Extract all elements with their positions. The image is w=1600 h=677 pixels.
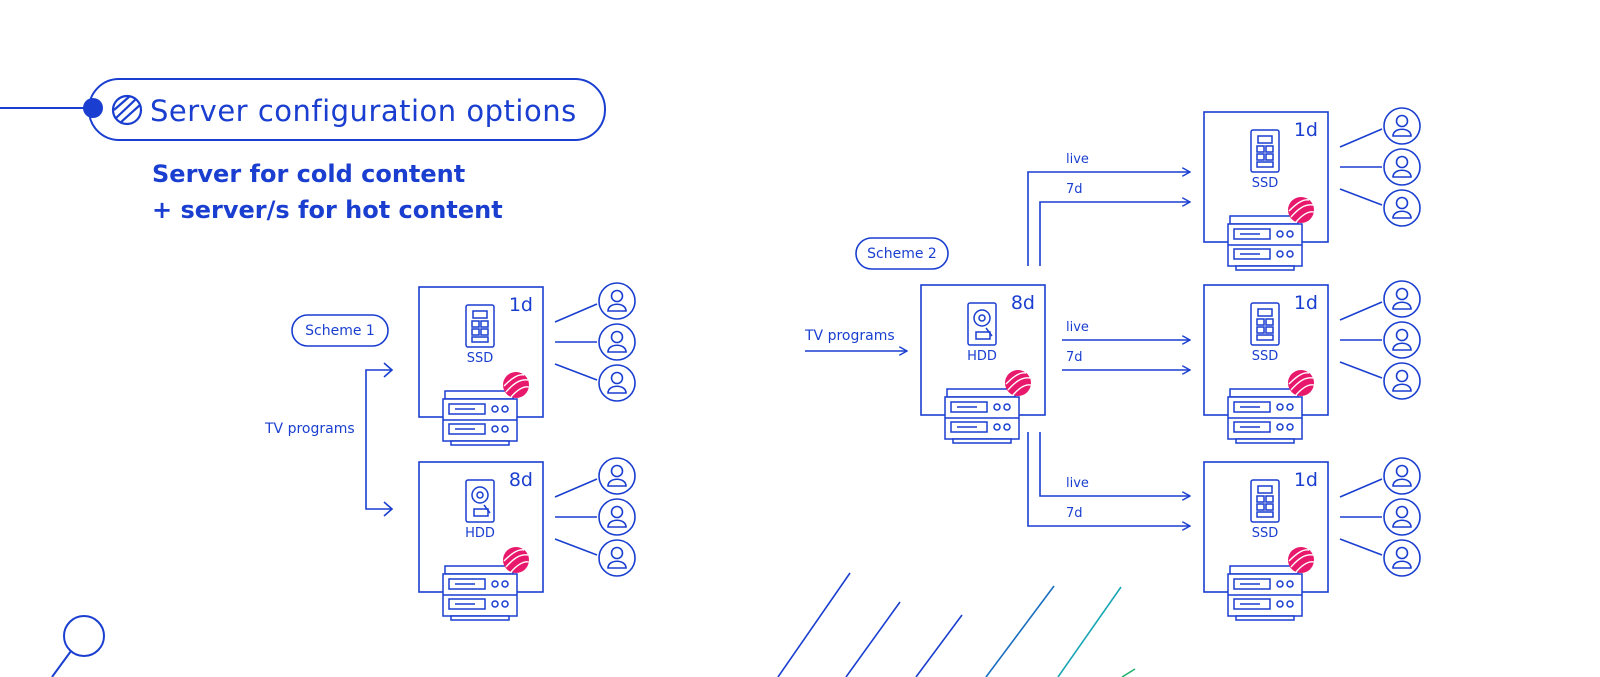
storage-label: HDD <box>967 349 997 364</box>
storage-label: SSD <box>1252 176 1279 191</box>
server-rack-icon <box>442 390 518 446</box>
server-rack-icon <box>944 388 1020 444</box>
link-top-live-line <box>1027 172 1190 266</box>
storage-label: HDD <box>465 526 495 541</box>
hdd-icon <box>967 302 997 346</box>
user-link-line <box>1339 478 1383 498</box>
scheme1-input-label: TV programs <box>264 421 355 437</box>
user-icon <box>1383 498 1421 536</box>
brand-ball-icon <box>503 547 530 573</box>
retention-label: 8d <box>509 469 533 491</box>
header-dot <box>83 98 103 118</box>
link-bot-7d-line <box>1027 432 1190 526</box>
user-link-line <box>1339 188 1383 206</box>
link-mid-7d-label: 7d <box>1066 350 1083 365</box>
retention-label: 1d <box>1294 119 1318 141</box>
link-bot-live-label: live <box>1066 476 1089 491</box>
user-icon <box>1383 457 1421 495</box>
user-icon <box>1383 539 1421 577</box>
ssd-icon <box>1250 302 1280 346</box>
scheme2-input-label: TV programs <box>804 328 895 344</box>
subtitle-line1: Server for cold content <box>152 160 465 188</box>
decor-stripes <box>777 572 1136 677</box>
brand-ball-icon <box>1288 370 1315 396</box>
user-icon <box>1383 148 1421 186</box>
link-top-7d-label: 7d <box>1066 182 1083 197</box>
scheme2-pill <box>855 237 949 270</box>
user-link-line <box>554 303 598 323</box>
ssd-icon <box>1250 129 1280 173</box>
link-mid-live-label: live <box>1066 320 1089 335</box>
server-rack-icon <box>1227 565 1303 621</box>
server-rack-icon <box>1227 215 1303 271</box>
retention-label: 1d <box>1294 292 1318 314</box>
scheme1-label: Scheme 1 <box>305 323 375 339</box>
scheme1-pill <box>291 314 389 347</box>
retention-label: 8d <box>1011 292 1035 314</box>
user-link-line <box>554 478 598 498</box>
scheme2-label: Scheme 2 <box>867 246 937 262</box>
user-icon <box>598 282 636 320</box>
server-rack-icon <box>442 565 518 621</box>
link-top-live-label: live <box>1066 152 1089 167</box>
header: Server configuration options Server for … <box>0 78 606 224</box>
user-icon <box>1383 321 1421 359</box>
decor-magnifier-icon <box>51 615 105 677</box>
user-icon <box>598 457 636 495</box>
link-top-7d-line <box>1039 202 1190 266</box>
hdd-icon <box>465 479 495 523</box>
link-bot-live-line <box>1039 432 1190 496</box>
user-link-line <box>554 363 598 381</box>
title-pill <box>88 78 606 141</box>
brand-ball-icon <box>1288 197 1315 223</box>
retention-label: 1d <box>509 294 533 316</box>
storage-label: SSD <box>1252 349 1279 364</box>
user-icon <box>598 539 636 577</box>
user-link-line <box>1339 301 1383 321</box>
scheme1-arrowhead-top <box>383 362 394 378</box>
user-icon <box>598 323 636 361</box>
ssd-icon <box>465 304 495 348</box>
page-title: Server configuration options <box>150 94 577 128</box>
user-icon <box>1383 107 1421 145</box>
scheme1-arrowhead-bottom <box>383 501 394 517</box>
user-icon <box>1383 362 1421 400</box>
ssd-icon <box>1250 479 1280 523</box>
storage-label: SSD <box>467 351 494 366</box>
user-icon <box>1383 189 1421 227</box>
retention-label: 1d <box>1294 469 1318 491</box>
user-link-line <box>1339 128 1383 148</box>
brand-ball-icon <box>1288 547 1315 573</box>
server-rack-icon <box>1227 388 1303 444</box>
user-link-line <box>1339 361 1383 379</box>
subtitle-line2: + server/s for hot content <box>152 196 503 224</box>
user-link-line <box>554 538 598 556</box>
storage-label: SSD <box>1252 526 1279 541</box>
user-icon <box>598 498 636 536</box>
brand-ball-icon <box>1005 370 1032 396</box>
user-icon <box>598 364 636 402</box>
link-bot-7d-label: 7d <box>1066 506 1083 521</box>
brand-ball-icon <box>503 372 530 398</box>
user-icon <box>1383 280 1421 318</box>
user-link-line <box>1339 538 1383 556</box>
scheme1-split-line <box>365 369 392 510</box>
globe-icon <box>111 94 143 126</box>
